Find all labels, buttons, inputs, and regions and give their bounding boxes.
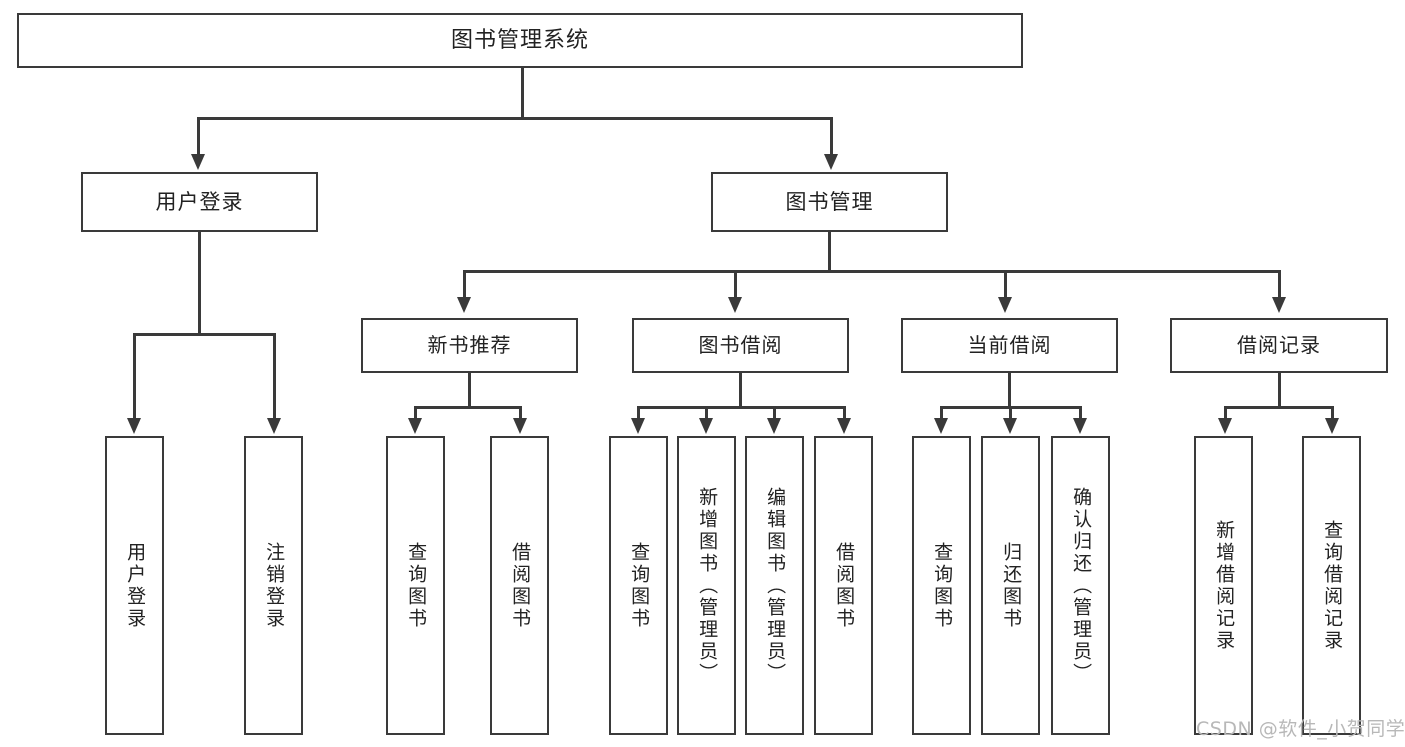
connector-book-borrow-leaf-2	[705, 406, 708, 419]
node-label: 图书管理	[785, 189, 874, 214]
arrowhead-book-borrow-leaf-3	[767, 418, 781, 434]
node-label: 确认归还（管理员）	[1070, 486, 1093, 685]
connector-borrow-record-leaf-1	[1224, 406, 1227, 419]
node-label: 新增图书（管理员）	[696, 486, 719, 685]
connector-root-bar	[197, 117, 833, 120]
arrowhead-current-borrow-leaf-2	[1003, 418, 1017, 434]
leaf-book-borrow-edit-book-admin[interactable]: 编辑图书（管理员）	[745, 436, 804, 735]
connector-current-borrow-leaf-2	[1009, 406, 1012, 419]
node-label: 归还图书	[1000, 541, 1023, 630]
connector-user-login-bar	[133, 333, 276, 336]
node-current-borrow[interactable]: 当前借阅	[901, 318, 1118, 373]
connector-bm-to-borrow-record	[1278, 270, 1281, 298]
connector-current-borrow-leaf-3	[1079, 406, 1082, 419]
leaf-book-borrow-add-book-admin[interactable]: 新增图书（管理员）	[677, 436, 736, 735]
connector-book-borrow-bar	[637, 406, 845, 409]
connector-book-borrow-leaf-3	[773, 406, 776, 419]
node-label: 借阅记录	[1237, 333, 1321, 357]
arrowhead-bm-to-current-borrow	[998, 297, 1012, 313]
leaf-current-borrow-confirm-return-admin[interactable]: 确认归还（管理员）	[1051, 436, 1110, 735]
arrowhead-root-to-user-login	[191, 154, 205, 170]
connector-new-book-stem	[468, 373, 471, 408]
node-label: 查询借阅记录	[1321, 519, 1344, 652]
node-book-management[interactable]: 图书管理	[711, 172, 948, 232]
leaf-current-borrow-query-book[interactable]: 查询图书	[912, 436, 971, 735]
node-new-book-recommend[interactable]: 新书推荐	[361, 318, 578, 373]
node-label: 查询图书	[931, 541, 954, 630]
connector-book-borrow-leaf-4	[843, 406, 846, 419]
node-label: 查询图书	[628, 541, 651, 630]
connector-book-borrow-stem	[739, 373, 742, 408]
connector-book-management-stem	[828, 232, 831, 272]
arrowhead-current-borrow-leaf-1	[934, 418, 948, 434]
arrowhead-borrow-record-leaf-2	[1325, 418, 1339, 434]
connector-bm-to-current-borrow	[1004, 270, 1007, 298]
connector-borrow-record-bar	[1224, 406, 1334, 409]
connector-user-login-stem	[198, 232, 201, 335]
connector-user-login-leaf-1	[133, 333, 136, 419]
node-label: 编辑图书（管理员）	[764, 486, 787, 685]
arrowhead-book-borrow-leaf-4	[837, 418, 851, 434]
arrowhead-bm-to-new-book	[457, 297, 471, 313]
leaf-borrow-record-add-record[interactable]: 新增借阅记录	[1194, 436, 1253, 735]
arrowhead-new-book-leaf-2	[513, 418, 527, 434]
connector-current-borrow-stem	[1008, 373, 1011, 408]
arrowhead-borrow-record-leaf-1	[1218, 418, 1232, 434]
leaf-user-login-logout[interactable]: 注销登录	[244, 436, 303, 735]
arrowhead-bm-to-borrow-record	[1272, 297, 1286, 313]
node-label: 图书管理系统	[450, 27, 589, 53]
connector-new-book-leaf-2	[519, 406, 522, 419]
leaf-current-borrow-return-book[interactable]: 归还图书	[981, 436, 1040, 735]
node-label: 注销登录	[263, 541, 286, 630]
node-label: 新增借阅记录	[1213, 519, 1236, 652]
node-label: 当前借阅	[967, 333, 1052, 357]
arrowhead-user-login-leaf-1	[127, 418, 141, 434]
leaf-borrow-record-query-record[interactable]: 查询借阅记录	[1302, 436, 1361, 735]
connector-root-to-book-management	[830, 117, 833, 155]
node-book-borrow[interactable]: 图书借阅	[632, 318, 849, 373]
connector-book-borrow-leaf-1	[637, 406, 640, 419]
connector-bm-to-book-borrow	[734, 270, 737, 298]
connector-book-management-bar	[463, 270, 1281, 273]
connector-root-to-user-login	[197, 117, 200, 155]
connector-root-stem	[521, 68, 524, 119]
arrowhead-book-borrow-leaf-1	[631, 418, 645, 434]
arrowhead-book-borrow-leaf-2	[699, 418, 713, 434]
node-user-login[interactable]: 用户登录	[81, 172, 318, 232]
arrowhead-user-login-leaf-2	[267, 418, 281, 434]
connector-borrow-record-leaf-2	[1331, 406, 1334, 419]
leaf-new-book-borrow-book[interactable]: 借阅图书	[490, 436, 549, 735]
connector-borrow-record-stem	[1278, 373, 1281, 408]
node-label: 用户登录	[155, 189, 244, 214]
node-label: 图书借阅	[698, 333, 783, 357]
connector-user-login-leaf-2	[273, 333, 276, 419]
connector-current-borrow-leaf-1	[940, 406, 943, 419]
node-borrow-record[interactable]: 借阅记录	[1170, 318, 1388, 373]
connector-bm-to-new-book	[463, 270, 466, 298]
leaf-book-borrow-borrow-book[interactable]: 借阅图书	[814, 436, 873, 735]
arrowhead-bm-to-book-borrow	[728, 297, 742, 313]
connector-new-book-leaf-1	[414, 406, 417, 419]
leaf-new-book-query-book[interactable]: 查询图书	[386, 436, 445, 735]
arrowhead-root-to-book-management	[824, 154, 838, 170]
node-label: 新书推荐	[427, 333, 512, 357]
arrowhead-new-book-leaf-1	[408, 418, 422, 434]
node-label: 查询图书	[405, 541, 428, 630]
connector-new-book-bar	[414, 406, 522, 409]
arrowhead-current-borrow-leaf-3	[1073, 418, 1087, 434]
leaf-user-login-login[interactable]: 用户登录	[105, 436, 164, 735]
node-root-book-management-system[interactable]: 图书管理系统	[17, 13, 1023, 68]
leaf-book-borrow-query-book[interactable]: 查询图书	[609, 436, 668, 735]
node-label: 借阅图书	[509, 541, 532, 630]
node-label: 借阅图书	[833, 541, 856, 630]
node-label: 用户登录	[124, 541, 147, 630]
